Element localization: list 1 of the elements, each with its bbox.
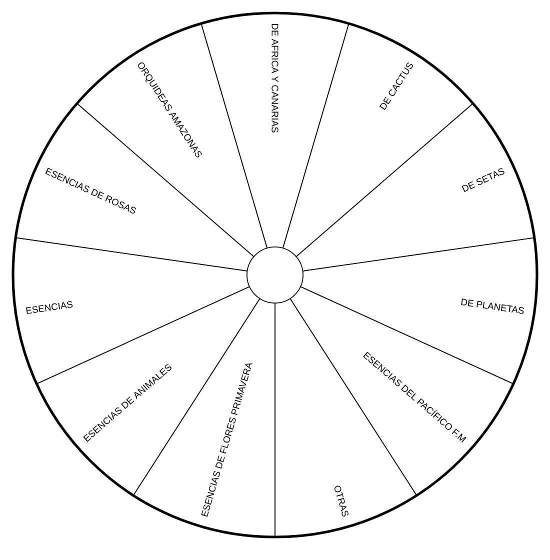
wheel-sector: DE AFRICA Y CANARIAS xyxy=(200,12,350,249)
